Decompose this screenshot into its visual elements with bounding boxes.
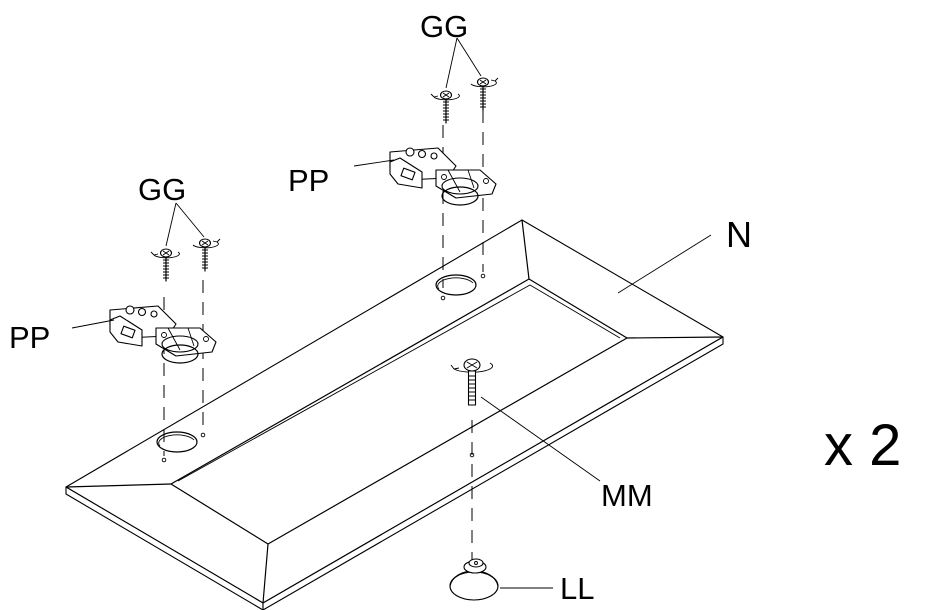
screw-gg-top-right (470, 77, 499, 111)
screw-gg-top-left (430, 90, 460, 124)
screw-gg-left-left (150, 248, 180, 282)
hinge-pp-left (109, 305, 217, 364)
quantity-label: x 2 (824, 413, 901, 478)
label-ll: LL (560, 571, 594, 606)
leader-lines (71, 37, 712, 589)
label-mm: MM (601, 478, 653, 513)
alignment-lines (163, 110, 484, 568)
door-panel (65, 219, 724, 610)
label-pp-left: PP (9, 320, 50, 355)
hinge-pp-top (389, 147, 497, 206)
label-gg-left: GG (138, 172, 186, 207)
knob-ll (449, 558, 499, 601)
label-n: N (726, 214, 752, 255)
hinge-cup-hole-top (435, 274, 477, 296)
label-gg-top: GG (420, 9, 468, 44)
hinge-cup-hole-left (156, 431, 198, 453)
label-pp-top: PP (288, 163, 329, 198)
screw-mm (450, 358, 494, 406)
screw-gg-left-right (192, 238, 221, 272)
